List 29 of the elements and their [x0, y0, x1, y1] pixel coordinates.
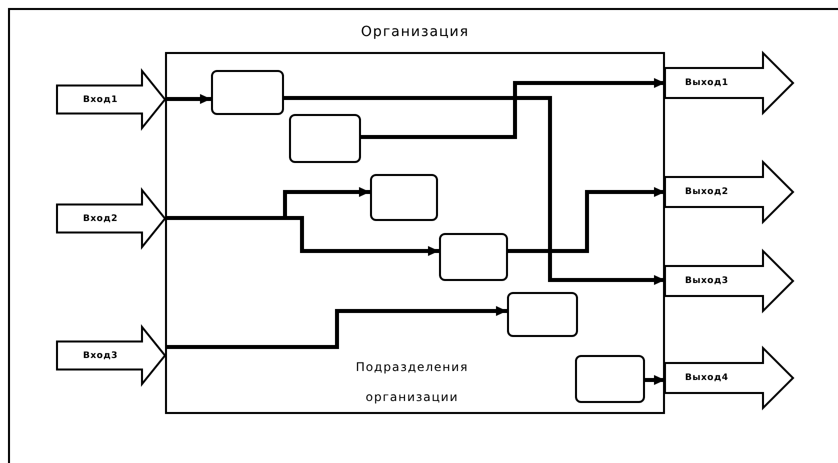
- unit-box: [507, 292, 578, 337]
- flow-arrow: [165, 306, 507, 349]
- arrow-label: Выход2: [685, 187, 729, 197]
- flow-arrow: [508, 187, 665, 253]
- output-pointer-shape: [665, 348, 793, 408]
- input-pointer-shape: [57, 190, 165, 247]
- unit-box: [370, 174, 438, 221]
- output-pointer-shape: [665, 53, 793, 113]
- flow-arrow: [165, 216, 439, 256]
- flow-arrow: [361, 78, 665, 139]
- unit-box: [211, 70, 284, 115]
- unit-box: [575, 355, 645, 403]
- output-pointer-shape: [665, 251, 793, 311]
- unit-box: [289, 114, 361, 163]
- arrow-label: Выход4: [685, 373, 729, 383]
- unit-box: [439, 233, 508, 281]
- subdivisions-label: Подразделения организации: [354, 359, 470, 406]
- flow-arrow: [165, 94, 211, 104]
- arrow-label: Вход1: [83, 94, 118, 104]
- arrow-label: Выход3: [685, 276, 729, 286]
- arrow-label: Вход3: [83, 350, 118, 360]
- flow-arrow: [284, 96, 665, 285]
- input-pointer-shape: [57, 71, 165, 128]
- input-pointer-shape: [57, 327, 165, 384]
- output-pointer-shape: [665, 162, 793, 222]
- organization-title: Организация: [360, 24, 470, 40]
- flow-arrow: [645, 375, 665, 385]
- arrow-label: Выход1: [685, 78, 729, 88]
- arrow-label: Вход2: [83, 214, 118, 224]
